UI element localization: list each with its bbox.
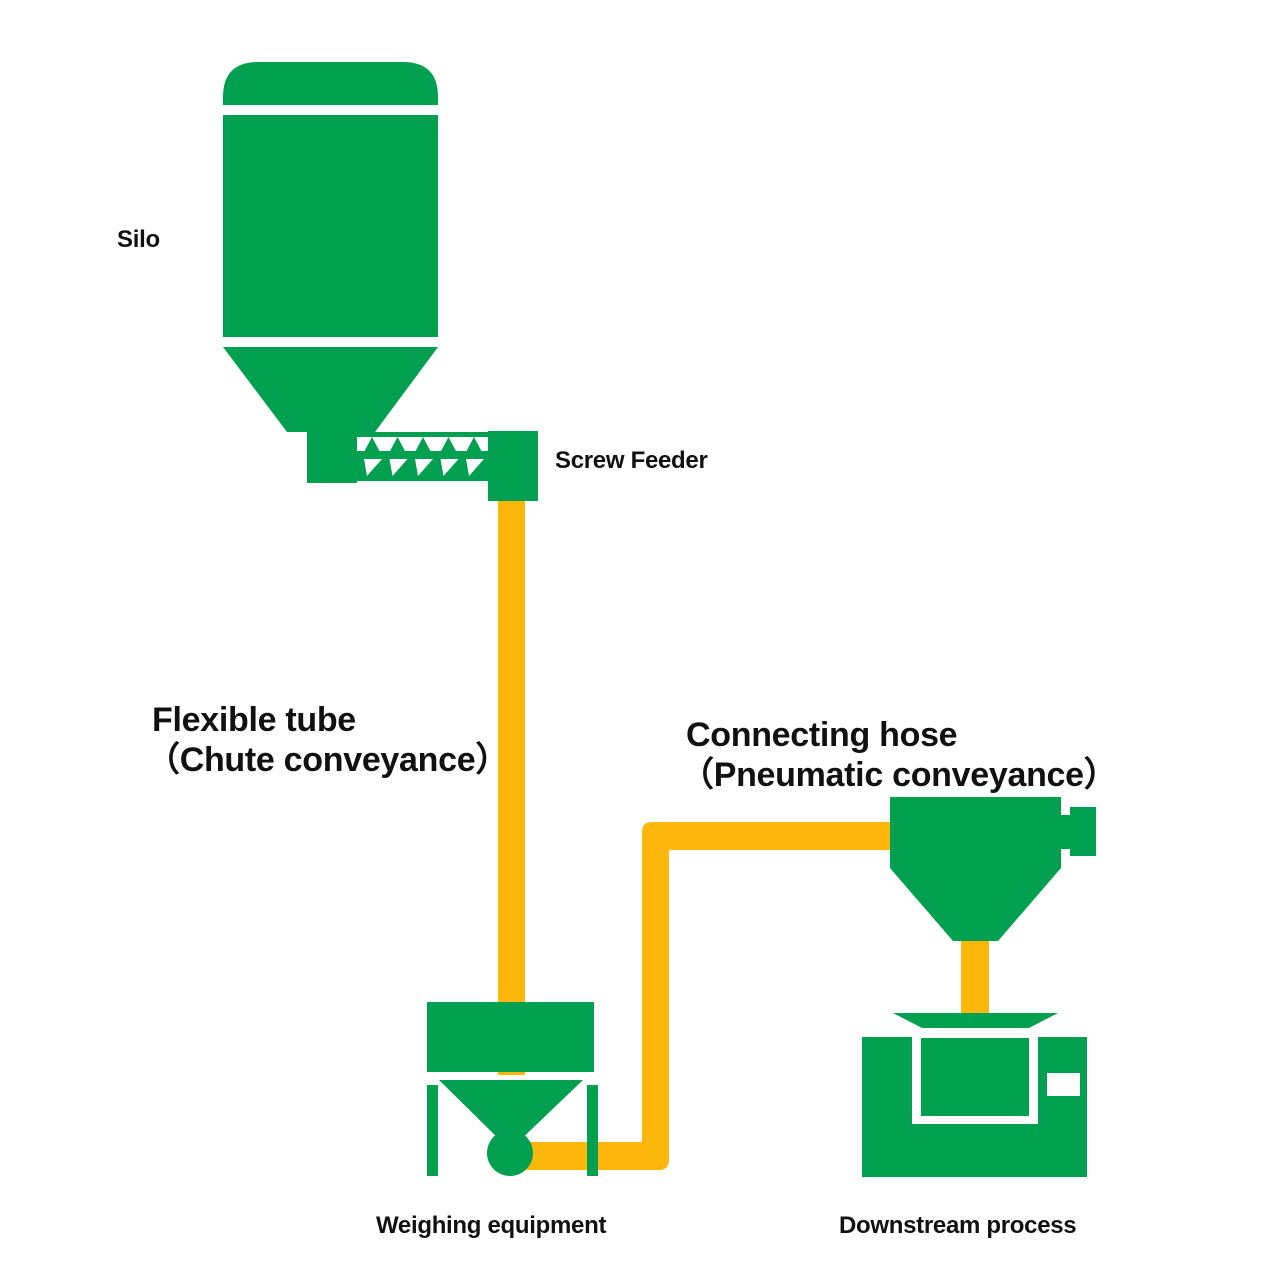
flexible-tube-label-line2: （Chute conveyance） [146, 741, 510, 779]
screw-flight-gap [466, 459, 484, 476]
silo [223, 62, 438, 483]
weigher-valve [487, 1130, 533, 1176]
connecting-hose [510, 822, 895, 1170]
screw-feeder [355, 431, 538, 501]
weigher-leg-right [587, 1085, 598, 1176]
silo-label: Silo [117, 226, 160, 253]
weigher-box [427, 1002, 594, 1072]
flexible-tube [498, 500, 525, 1075]
screw-flight-gap [389, 459, 408, 476]
flexible-tube-label: Flexible tube （Chute conveyance） [146, 700, 509, 780]
receiver-hopper-neck [1060, 815, 1072, 849]
downstream-process-label: Downstream process [839, 1212, 1077, 1239]
weighing-equipment-label: Weighing equipment [376, 1212, 607, 1239]
screw-flight-upper [466, 437, 482, 452]
receiver-hopper-filter [1070, 807, 1096, 856]
receiver-hopper-body [890, 797, 1061, 941]
weigher-funnel [439, 1080, 583, 1148]
silo-outlet [307, 430, 357, 483]
silo-body [223, 115, 438, 337]
screw-flight-gap [364, 459, 382, 476]
screw-flight-upper [440, 437, 457, 452]
silo-top-cap [223, 62, 438, 105]
screw-flights [357, 437, 488, 476]
conveyance-lines [498, 500, 989, 1170]
silo-cone [223, 347, 438, 432]
receiver-outlet-pipe [961, 938, 989, 1016]
screw-flight-gap [440, 459, 459, 476]
connecting-hose-label-line2: （Pneumatic conveyance） [680, 756, 1118, 794]
screw-flight-upper [389, 437, 406, 452]
screw-feeder-label: Screw Feeder [555, 447, 708, 474]
screw-flight-upper [364, 437, 380, 452]
machine-inlet-plate [893, 1013, 1058, 1028]
screw-feeder-elbow [488, 431, 538, 501]
receiver-hopper [890, 797, 1096, 941]
screw-feeder-shaft [357, 451, 488, 459]
flexible-tube-label-line1: Flexible tube [152, 701, 356, 739]
downstream-process-machine [862, 1013, 1087, 1177]
machine-panel-slot [1047, 1073, 1080, 1096]
screw-flight-gap [415, 459, 433, 476]
machine-window [921, 1038, 1029, 1116]
connecting-hose-label: Connecting hose （Pneumatic conveyance） [680, 715, 1118, 795]
screw-flight-upper [415, 437, 431, 452]
weigher-leg-left [427, 1085, 438, 1176]
weighing-equipment [427, 1002, 598, 1176]
connecting-hose-label-line1: Connecting hose [686, 716, 958, 754]
